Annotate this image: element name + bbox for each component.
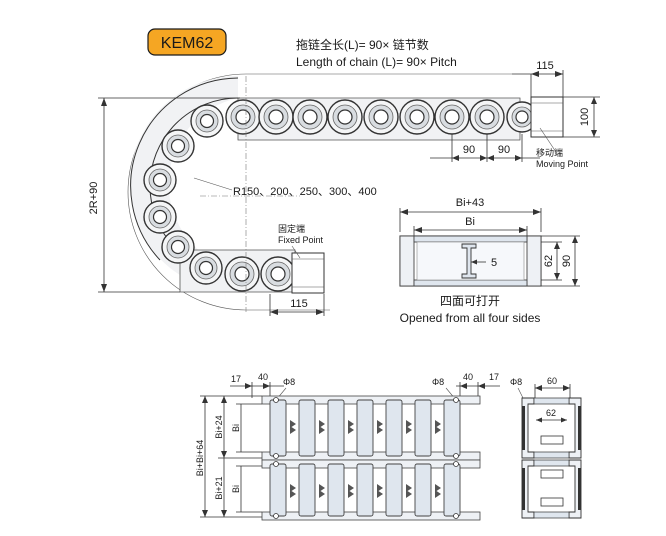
dim-bend-height-label: 2R+90 <box>88 182 100 215</box>
top-view: 17 40 Φ8 Φ8 40 17 Bi+Bi+64 Bi+24 Bi+21 <box>195 372 500 521</box>
bend-outer-edge <box>130 77 239 261</box>
roller <box>143 200 177 234</box>
cross-section: Bi+43 Bi 5 62 90 四面可打开 Opened fro <box>399 197 580 325</box>
dim-bi-43-label: Bi+43 <box>456 197 484 209</box>
section-top-bar <box>413 235 528 243</box>
section-right-plate <box>526 235 542 287</box>
dim-moving-end: 115 <box>512 60 564 97</box>
roller <box>399 99 435 135</box>
roller <box>327 99 363 135</box>
dim-17-left: 17 <box>231 374 241 384</box>
dim-inner-height-label: 62 <box>543 255 555 267</box>
dim-height: 100 <box>563 96 600 138</box>
bend-band <box>130 76 238 292</box>
fixed-point-en: Fixed Point <box>278 235 324 245</box>
lower-top-plate <box>533 459 570 467</box>
dim-bi-bi-64: Bi+Bi+64 <box>195 440 205 477</box>
end-view: Φ8 60 62 <box>510 376 582 519</box>
opened-cn: 四面可打开 <box>440 294 500 308</box>
dim-fixed-end: 115 <box>269 294 325 316</box>
roller <box>161 129 195 163</box>
side-view: 2R+90 115 100 <box>88 60 600 316</box>
separator-markers <box>290 420 441 498</box>
dim-bi-24: Bi+24 <box>214 415 224 438</box>
dim-pitch: 90 90 <box>430 134 540 162</box>
roller <box>190 104 224 138</box>
roller <box>363 99 399 135</box>
roller <box>434 99 470 135</box>
radius-options: R150、200、250、300、400 <box>233 186 377 198</box>
upper-crossbars <box>269 399 461 457</box>
dim-bi-21: Bi+21 <box>214 476 224 499</box>
roller <box>260 256 296 292</box>
roller <box>224 256 260 292</box>
opened-en: Opened from all four sides <box>400 311 541 325</box>
dim-17-right: 17 <box>489 372 499 382</box>
model-badge-box <box>147 28 227 56</box>
moving-point-cn: 移动端 <box>536 147 563 158</box>
roller <box>258 99 294 135</box>
moving-point-en: Moving Point <box>536 159 589 169</box>
bend-rollers <box>143 104 224 264</box>
fixed-point-cn: 固定端 <box>278 223 305 234</box>
lower-clip <box>540 469 564 479</box>
dim-outer-height-label: 90 <box>561 255 573 267</box>
roller <box>506 101 538 133</box>
radius-leader <box>193 177 233 191</box>
upper-bottom-plate <box>533 451 570 459</box>
chain-length-cn: 拖链全长(L)= 90× 链节数 <box>296 37 429 52</box>
roller <box>292 99 328 135</box>
dim-fixed-end-label: 115 <box>290 298 308 310</box>
hole-right: Φ8 <box>432 377 444 387</box>
lower-clip-2 <box>540 497 564 507</box>
hole-left: Φ8 <box>283 377 295 387</box>
upper-top-plate <box>533 397 570 405</box>
dim-bi-label: Bi <box>465 216 475 228</box>
moving-point-leader <box>539 127 557 153</box>
dim-pitch-1-label: 90 <box>463 144 475 156</box>
model-badge: KEM62 <box>147 28 227 56</box>
side-hole: Φ8 <box>510 377 522 387</box>
dim-height-label: 100 <box>579 108 591 126</box>
upper-side-bar-right <box>578 406 581 450</box>
upper-side-bar-left <box>522 406 525 450</box>
lower-rollers <box>189 251 296 292</box>
side-62: 62 <box>546 408 556 418</box>
roller <box>143 163 177 197</box>
model-badge-label: KEM62 <box>161 35 214 52</box>
fixed-end-bracket <box>291 252 325 294</box>
section-bottom-bar <box>413 279 528 287</box>
lower-side-bar-right <box>578 468 581 510</box>
fixed-point-leader <box>291 245 301 259</box>
chain-length-en: Length of chain (L)= 90× Pitch <box>296 55 457 69</box>
dim-bar-thickness-label: 5 <box>491 257 497 269</box>
dim-moving-end-label: 115 <box>536 60 554 72</box>
moving-end-bracket <box>530 96 564 138</box>
lower-side-bar-left <box>522 468 525 510</box>
section-divider <box>461 243 477 279</box>
mounting-holes <box>273 397 459 519</box>
dim-bi-upper: Bi <box>231 424 241 432</box>
dim-pitch-2-label: 90 <box>498 144 510 156</box>
lower-bottom-plate <box>533 511 570 519</box>
side-60: 60 <box>547 376 557 386</box>
lower-crossbars <box>269 463 461 517</box>
dim-40-left: 40 <box>258 372 268 382</box>
roller <box>469 99 505 135</box>
section-left-plate <box>399 235 415 287</box>
dim-bi-lower: Bi <box>231 485 241 493</box>
roller <box>225 99 261 135</box>
dim-40-right: 40 <box>463 372 473 382</box>
roller <box>161 230 195 264</box>
dim-bend-height: 2R+90 <box>88 97 240 293</box>
upper-clip <box>540 435 564 445</box>
upper-rollers <box>225 99 538 135</box>
roller <box>189 251 223 285</box>
